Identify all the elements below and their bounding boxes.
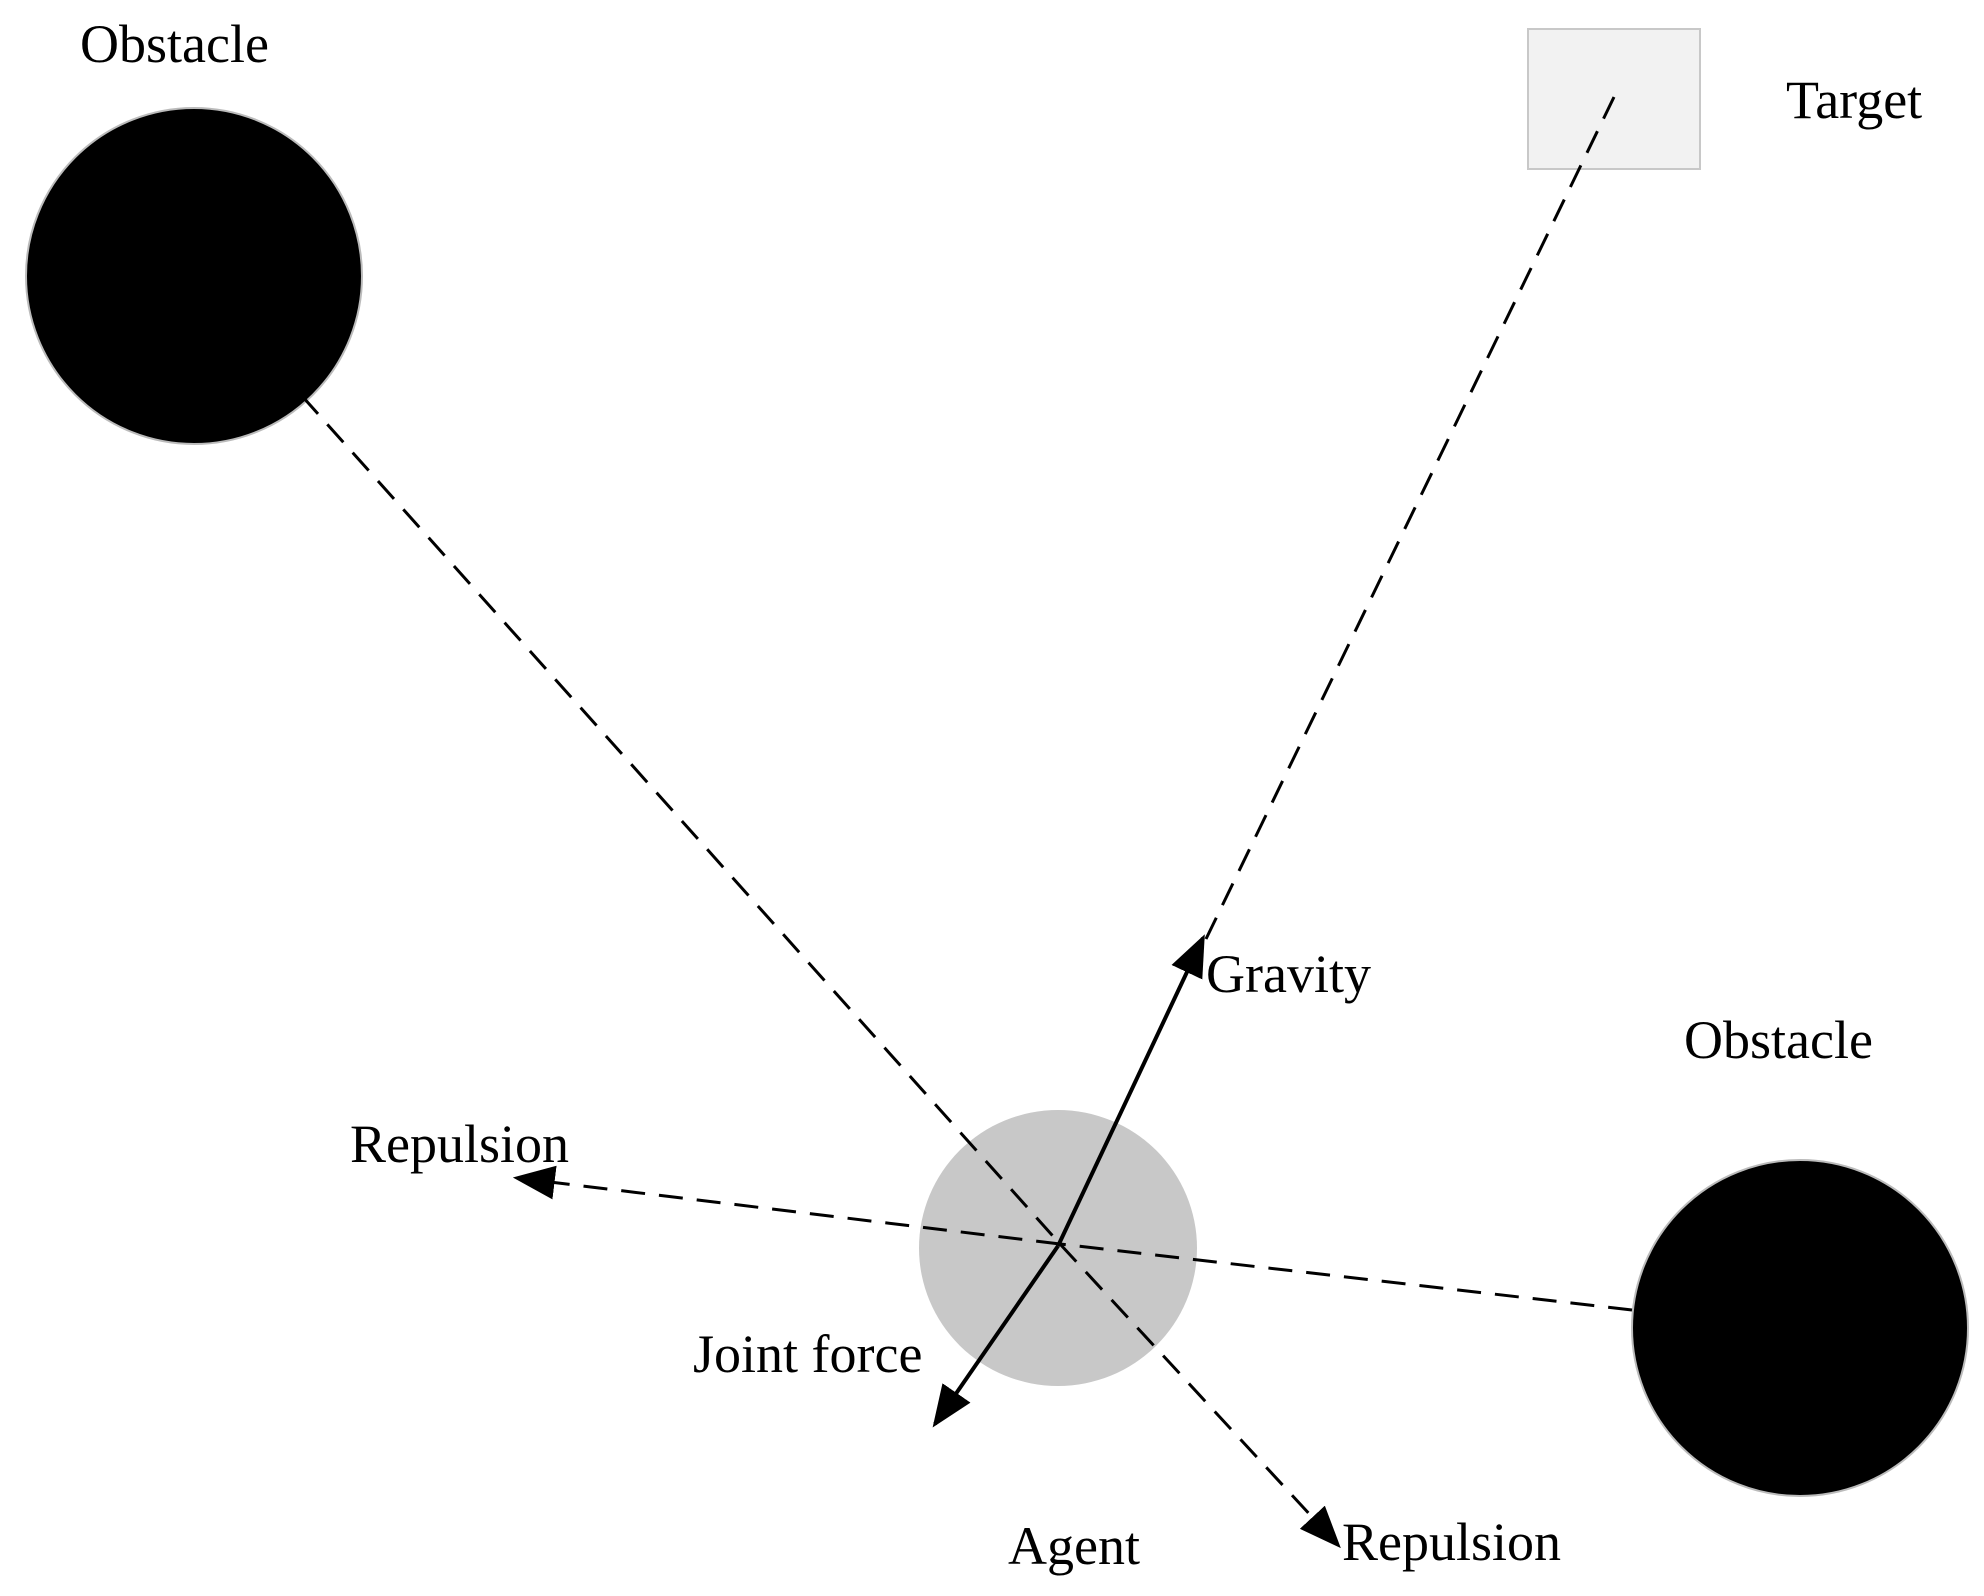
gravity-arrow	[1056, 934, 1205, 1247]
label-agent: Agent	[1008, 1516, 1140, 1576]
obstacle-right	[1631, 1159, 1969, 1497]
label-gravity: Gravity	[1206, 944, 1371, 1004]
label-repulsion-left: Repulsion	[350, 1114, 569, 1174]
label-obstacle-right: Obstacle	[1684, 1010, 1873, 1070]
repulsion-arrow-bottom	[1058, 1242, 1341, 1549]
label-target: Target	[1786, 70, 1922, 130]
dashed-line-to-target	[1204, 96, 1616, 940]
joint-force-arrow	[932, 1244, 1060, 1428]
dashed-line-obstacle-right	[1059, 1242, 1633, 1312]
obstacle-top-left	[25, 107, 363, 445]
label-obstacle-top-left: Obstacle	[80, 14, 269, 74]
label-repulsion-bottom: Repulsion	[1342, 1512, 1561, 1572]
repulsion-arrow-left	[512, 1165, 1061, 1246]
label-joint-force: Joint force	[693, 1324, 922, 1384]
